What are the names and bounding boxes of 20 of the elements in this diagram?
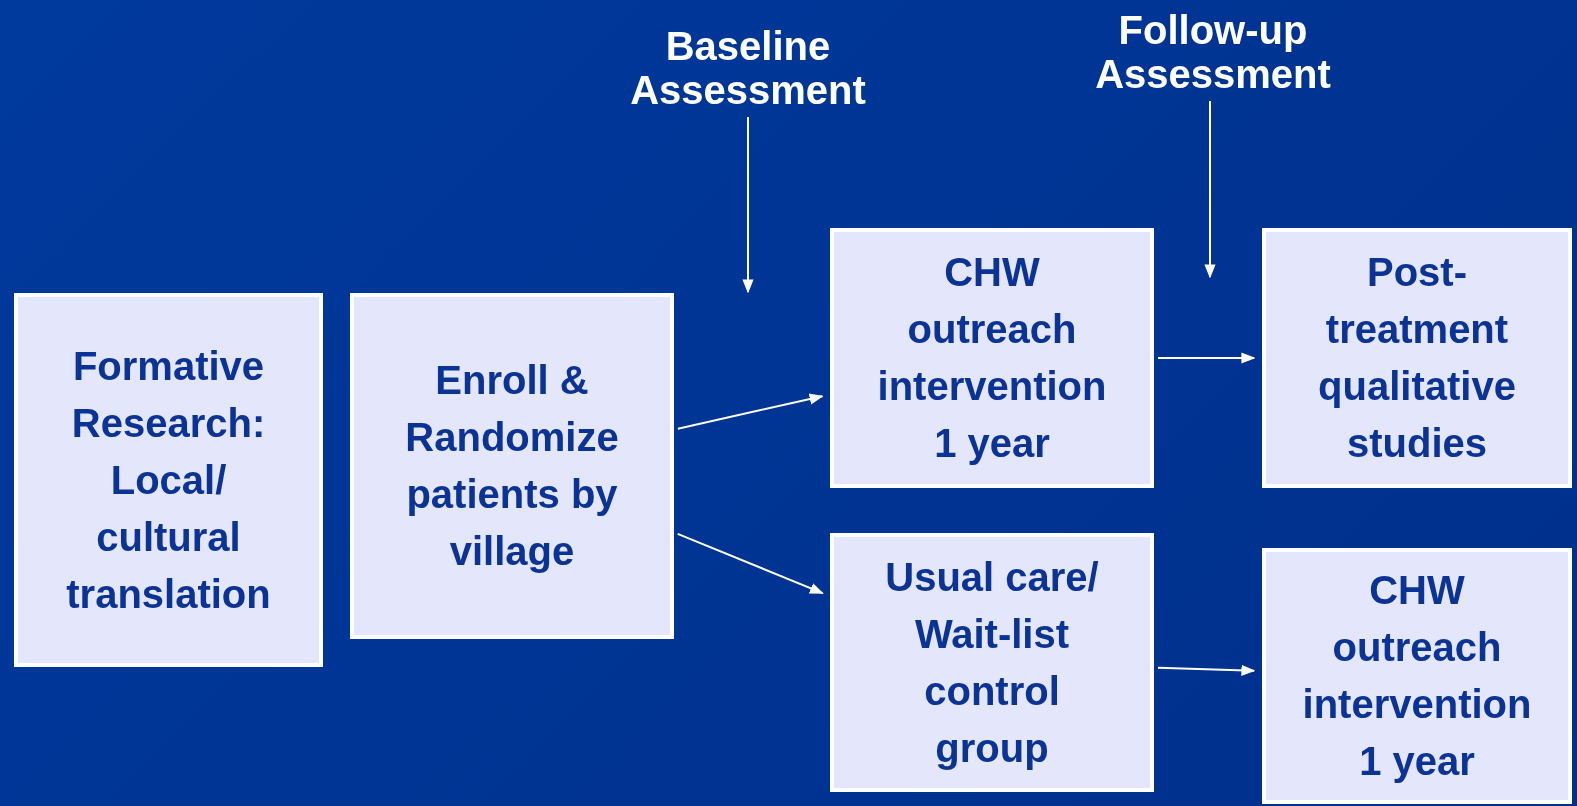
arrow (1157, 352, 1256, 364)
box-text: Enroll & Randomize patients by village (404, 357, 620, 575)
arrow (1157, 664, 1256, 676)
process-box (350, 293, 674, 639)
step-label: Follow-up Assessment (1094, 8, 1332, 96)
arrow (742, 116, 754, 294)
box-text: Post-treatment qualitative studies (1317, 249, 1517, 467)
arrow (1204, 100, 1216, 279)
box-text: Usual care/ Wait-list control group (884, 553, 1100, 772)
process-box (1262, 228, 1572, 488)
box-text: Formative Research: Local/ cultural translation (65, 342, 272, 618)
process-box (830, 228, 1154, 488)
arrow (676, 532, 824, 595)
process-box (14, 293, 323, 667)
box-text: CHW outreach intervention 1 year (1301, 567, 1533, 785)
box-text: CHW outreach intervention 1 year (876, 249, 1108, 467)
process-box (1262, 548, 1572, 804)
arrow (676, 393, 824, 430)
step-label: Baseline Assessment (629, 24, 867, 112)
process-box (830, 533, 1154, 792)
